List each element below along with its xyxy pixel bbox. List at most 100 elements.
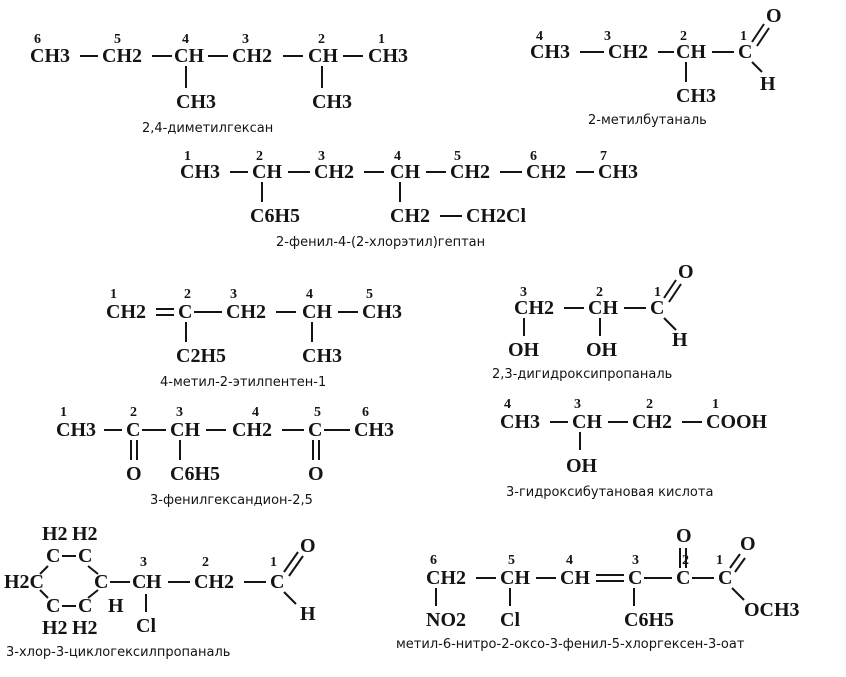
atom-group: O xyxy=(300,535,316,557)
atom-group: CH2 xyxy=(426,567,466,589)
locant: 2 xyxy=(318,32,325,47)
locant: 6 xyxy=(430,553,437,568)
atom-group: C xyxy=(650,297,664,319)
locant: 5 xyxy=(508,553,515,568)
compound-2-4-dimethylhexane: 6 5 4 3 2 1 CH3 CH2 CH CH2 CH CH3 CH3 CH… xyxy=(30,32,408,136)
atom-group: C xyxy=(308,419,322,441)
locant: 4 xyxy=(504,397,511,412)
atom-group: OCH3 xyxy=(744,599,800,621)
atom-group: CH2 xyxy=(390,205,430,227)
compound-name: 2,4-диметилгексан xyxy=(142,121,273,136)
atom-group: COOH xyxy=(706,411,768,433)
atom-group: H2 xyxy=(42,617,68,639)
atom-group: H xyxy=(108,595,124,617)
compound-name: 3-гидроксибутановая кислота xyxy=(506,485,713,500)
locant: 5 xyxy=(366,287,373,302)
locant: 3 xyxy=(574,397,581,412)
compound-2-methylbutanal: 4 3 2 1 CH3 CH2 CH C O H CH3 2-метилбута… xyxy=(530,5,782,128)
bond xyxy=(751,61,763,73)
atom-group: OH xyxy=(586,339,618,361)
bond xyxy=(663,317,677,331)
locant: 2 xyxy=(680,29,687,44)
atom-group: OH xyxy=(508,339,540,361)
atom-group: C xyxy=(270,571,284,593)
locant: 2 xyxy=(256,149,263,164)
atom-group: H xyxy=(672,329,688,351)
bond xyxy=(756,27,770,47)
locant: 1 xyxy=(716,553,723,568)
atom-group: CH3 xyxy=(302,345,342,367)
atom-group: CH xyxy=(676,41,706,63)
atom-group: C xyxy=(738,41,752,63)
atom-group: CH3 xyxy=(598,161,638,183)
atom-group: CH3 xyxy=(354,419,394,441)
locant: 1 xyxy=(184,149,191,164)
atom-group: CH2 xyxy=(106,301,146,323)
atom-group: CH xyxy=(174,45,204,67)
atom-group: CH3 xyxy=(312,91,352,113)
atom-group: CH2 xyxy=(450,161,490,183)
atom-group: CH3 xyxy=(368,45,408,67)
atom-group: O xyxy=(308,463,324,485)
atom-group: O xyxy=(766,5,782,27)
locant: 3 xyxy=(242,32,249,47)
atom-group: Cl xyxy=(136,615,156,637)
locant: 4 xyxy=(566,553,573,568)
atom-group: CH2 xyxy=(232,45,272,67)
atom-group: CH xyxy=(560,567,590,589)
locant: 3 xyxy=(176,405,183,420)
compound-4-methyl-2-ethylpentene-1: 1 2 3 4 5 CH2 C CH2 CH CH3 C2H5 CH3 4-ме… xyxy=(106,287,402,390)
locant: 5 xyxy=(114,32,121,47)
atom-group: CH3 xyxy=(180,161,220,183)
atom-group: CH3 xyxy=(56,419,96,441)
compound-name: 2-метилбутаналь xyxy=(588,113,707,128)
bond xyxy=(283,551,299,573)
atom-group: H2 xyxy=(72,523,98,545)
atom-group: C xyxy=(132,571,146,593)
atom-group: C xyxy=(94,571,108,593)
locant: 5 xyxy=(454,149,461,164)
atom-group: CH xyxy=(572,411,602,433)
locant: 2 xyxy=(646,397,653,412)
atom-group: CH3 xyxy=(362,301,402,323)
atom-group: CH3 xyxy=(530,41,570,63)
atom-group: CH xyxy=(588,297,618,319)
atom-group: CH2 xyxy=(514,297,554,319)
atom-group: C xyxy=(628,567,642,589)
locant: 4 xyxy=(536,29,543,44)
atom-group: H2 xyxy=(42,523,68,545)
locant: 2 xyxy=(130,405,137,420)
atom-group: CH3 xyxy=(176,91,216,113)
atom-group: H xyxy=(146,571,162,593)
atom-group: OH xyxy=(566,455,598,477)
locant: 7 xyxy=(600,149,607,164)
atom-group: CH2 xyxy=(194,571,234,593)
bond xyxy=(731,587,745,601)
atom-group: H2 xyxy=(72,617,98,639)
bond xyxy=(87,565,99,575)
locant: 1 xyxy=(740,29,747,44)
atom-group: O xyxy=(676,525,692,547)
atom-group: CH2 xyxy=(102,45,142,67)
compound-name: метил-6-нитро-2-оксо-3-фенил-5-хлоргексе… xyxy=(396,637,745,652)
bond xyxy=(751,23,765,43)
atom-group: CH3 xyxy=(500,411,540,433)
atom-group: CH2 xyxy=(226,301,266,323)
locant: 4 xyxy=(252,405,259,420)
atom-group: CH2 xyxy=(314,161,354,183)
locant: 3 xyxy=(140,555,147,570)
atom-group: CH xyxy=(252,161,282,183)
compound-3-phenylhexanedione-2-5: 1 2 3 4 5 6 CH3 C CH CH2 C CH3 O C6H5 O … xyxy=(56,405,394,508)
atom-group: C xyxy=(676,567,690,589)
compound-3-chloro-3-cyclohexylpropanal: H2 H2 C C H2C C C C H2 H2 H 3 C H 2 CH2 … xyxy=(4,523,316,660)
atom-group: C6H5 xyxy=(170,463,220,485)
locant: 2 xyxy=(202,555,209,570)
bond xyxy=(283,591,297,605)
atom-group: NO2 xyxy=(426,609,466,631)
locant: 3 xyxy=(318,149,325,164)
locant: 5 xyxy=(314,405,321,420)
compound-2-phenyl-4-chloroethyl-heptane: 1 2 3 4 5 6 7 CH3 CH CH2 CH CH2 CH2 CH3 … xyxy=(180,149,638,250)
locant: 4 xyxy=(182,32,189,47)
